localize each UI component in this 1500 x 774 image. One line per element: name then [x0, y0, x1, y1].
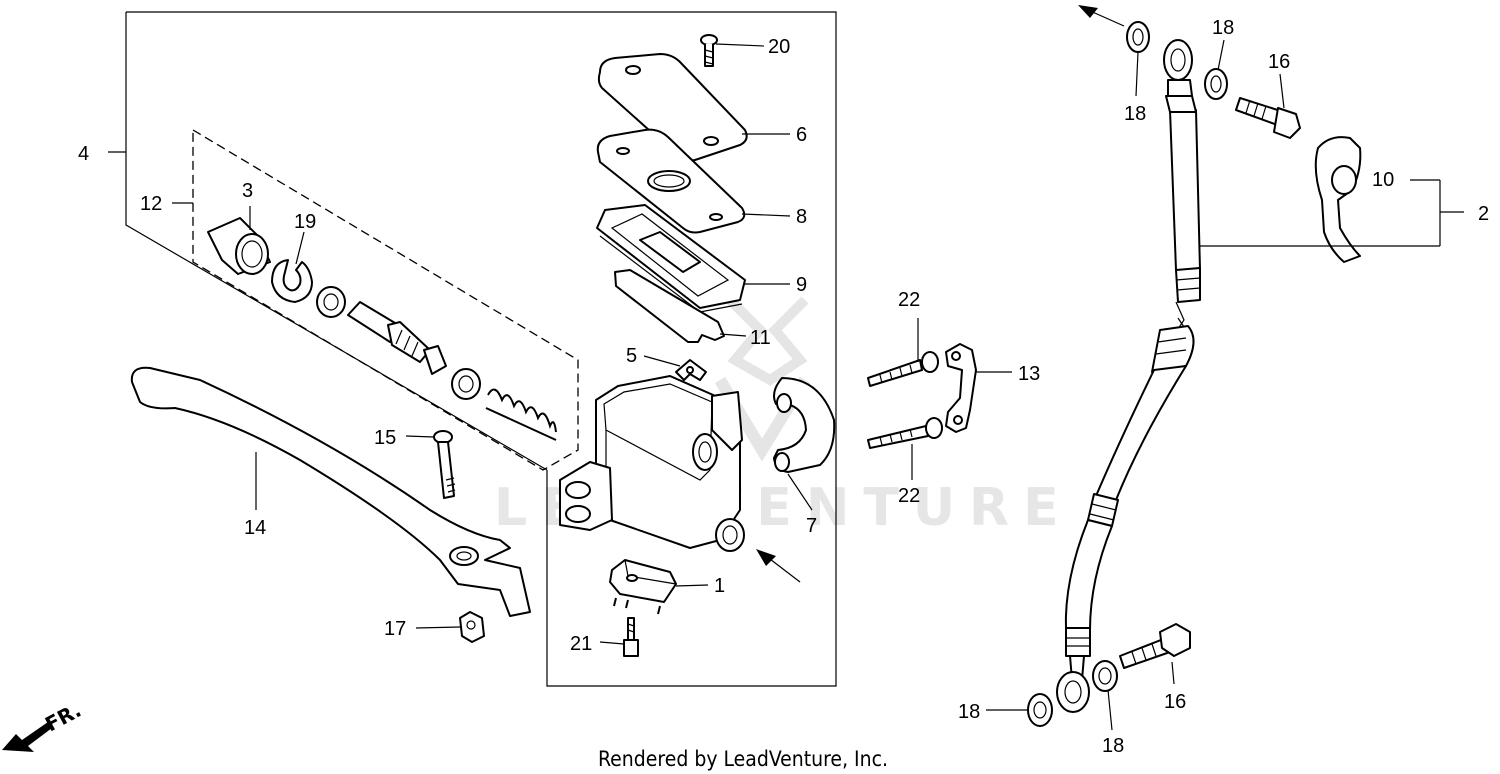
callout-22-upper: 22 — [898, 289, 920, 311]
callout-7: 7 — [806, 515, 817, 537]
callout-16-lower: 16 — [1164, 691, 1186, 713]
footer-credit: Rendered by LeadVenture, Inc. — [598, 747, 888, 771]
part-22-screw-upper — [867, 351, 939, 387]
brake-hose — [1056, 39, 1201, 713]
part-16-oil-bolt-upper — [1235, 97, 1301, 139]
callout-17: 17 — [384, 618, 406, 640]
callout-11: 11 — [750, 327, 771, 349]
part-7-holder — [773, 377, 836, 473]
part-18-washer-top-left — [1126, 21, 1150, 53]
part-18-washer-bottom-left — [1027, 693, 1053, 727]
part-20-screw — [700, 34, 718, 67]
callout-15: 15 — [374, 427, 396, 449]
arrow-hose-upper — [1078, 5, 1125, 27]
part-14-brake-lever — [130, 366, 531, 617]
arrow-body — [756, 549, 801, 583]
callout-18-top-right: 18 — [1212, 17, 1234, 39]
callout-21: 21 — [570, 633, 592, 655]
callout-12: 12 — [140, 193, 162, 215]
master-cylinder-group-box — [108, 11, 837, 687]
callout-3: 3 — [242, 180, 253, 202]
callout-4: 4 — [78, 143, 89, 165]
part-11-float-plate — [614, 269, 725, 343]
callout-20: 20 — [768, 36, 790, 58]
callout-labels: 1 2 3 4 5 6 7 8 9 10 11 12 13 14 15 16 1… — [78, 17, 1489, 757]
part-16-oil-bolt-lower — [1119, 623, 1191, 669]
part-5-clip — [675, 359, 707, 381]
callout-13: 13 — [1018, 363, 1040, 385]
callout-18-bottom-right: 18 — [1102, 735, 1124, 757]
callout-9: 9 — [796, 274, 807, 296]
leader-lines — [249, 39, 1464, 731]
callout-5: 5 — [626, 345, 637, 367]
callout-1: 1 — [714, 575, 725, 597]
part-22-screw-lower — [867, 417, 943, 449]
callout-8: 8 — [796, 206, 807, 228]
part-18-washer-top-right — [1204, 68, 1228, 100]
part-3-boot — [207, 217, 271, 275]
callout-18-top-left: 18 — [1124, 103, 1146, 125]
part-19-circlip — [271, 259, 313, 303]
part-6-reservoir-cap — [597, 53, 748, 162]
part-10-hose-boot — [1314, 136, 1362, 263]
callout-14: 14 — [244, 517, 266, 539]
front-direction-arrow-icon: FR. — [2, 698, 85, 752]
part-15-pivot-bolt — [433, 430, 456, 499]
part-18-washer-bottom-right — [1092, 660, 1118, 692]
callout-2: 2 — [1478, 203, 1489, 225]
part-12-piston-set — [316, 286, 557, 441]
part-1-brake-light-switch — [609, 559, 677, 615]
master-cylinder-body — [559, 375, 745, 552]
callout-22-lower: 22 — [898, 485, 920, 507]
callout-6: 6 — [796, 124, 807, 146]
callout-18-bottom-left: 18 — [958, 701, 980, 723]
part-17-nut — [459, 611, 485, 643]
callout-10: 10 — [1372, 169, 1394, 191]
callout-19: 19 — [294, 211, 316, 233]
part-8-diaphragm-plate — [596, 128, 746, 234]
piston-set-box — [172, 128, 579, 471]
part-13-switch-holder — [945, 343, 977, 433]
part-21-screw — [623, 617, 639, 657]
callout-16-upper: 16 — [1268, 51, 1290, 73]
